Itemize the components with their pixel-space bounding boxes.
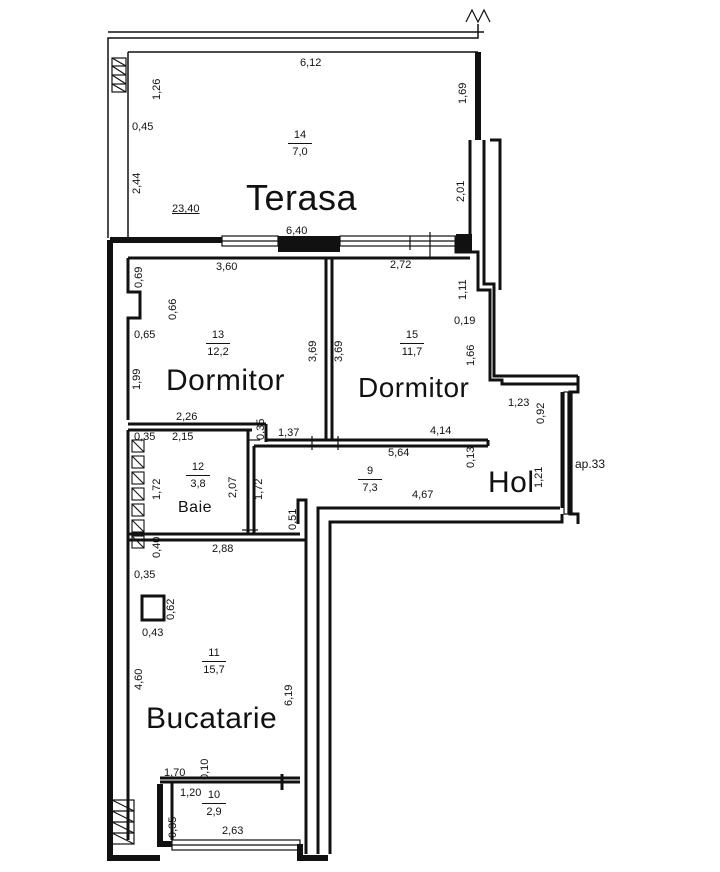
room-tag-bucatarie: 11 15,7 [194, 648, 234, 676]
dimension-label: 2,72 [390, 259, 412, 271]
dimension-label: 0,66 [167, 298, 179, 320]
room-number: 11 [202, 648, 226, 662]
dimension-label: 1,20 [180, 787, 202, 799]
dimension-label: 2,63 [222, 825, 244, 837]
room-number: 14 [288, 130, 312, 144]
dimension-label: 3,69 [307, 340, 319, 362]
dimension-label: 1,69 [457, 82, 469, 104]
dimension-label: 0,40 [151, 536, 163, 558]
dimension-label: 6,12 [300, 57, 322, 69]
dimension-label: 0,13 [465, 446, 477, 468]
dimension-label: 2,26 [176, 411, 198, 423]
window-bottom [171, 839, 301, 851]
room-name-dormitor-left: Dormitor [166, 364, 286, 397]
room-name-hol: Hol [488, 466, 535, 499]
dimension-label: 0,43 [142, 627, 164, 639]
room-name-dormitor-right: Dormitor [358, 372, 470, 403]
dimension-label: 2,44 [131, 172, 143, 194]
room-area: 7,0 [292, 146, 308, 158]
dimension-label: 0,35 [255, 418, 267, 440]
door-markers [242, 436, 339, 531]
dimension-label: 3,60 [216, 261, 238, 273]
apartment-label: ap.33 [575, 457, 606, 471]
dimension-label: 5,64 [388, 447, 410, 459]
interior-walls [126, 256, 490, 840]
room-number: 15 [400, 330, 424, 344]
dimension-label: 1,26 [151, 78, 163, 100]
dimension-label: 4,67 [412, 489, 434, 501]
dimension-label: 0,19 [454, 315, 476, 327]
dimension-label: 2,07 [227, 476, 239, 498]
room-area: 11,7 [401, 346, 423, 358]
dimension-label: 6,40 [286, 225, 308, 237]
room-tag-dormitor-right: 15 11,7 [392, 330, 432, 358]
dimension-label: 4,60 [133, 668, 145, 690]
room-area: 12,2 [207, 346, 229, 358]
room-area: 2,9 [206, 806, 222, 818]
dimension-label: 0,35 [167, 816, 179, 838]
room-number: 12 [186, 462, 210, 476]
dimension-label: 1,66 [465, 344, 477, 366]
vent-block-bottom [111, 799, 135, 845]
dimension-label: 1,37 [278, 427, 300, 439]
kitchen-duct [140, 594, 166, 622]
room-name-baie: Baie [178, 499, 213, 516]
dimension-label: 1,72 [253, 478, 265, 500]
dimension-label: 0,10 [199, 758, 211, 780]
room-name-terasa: Terasa [246, 177, 358, 218]
dimension-label: 0,35 [134, 569, 156, 581]
room-name-bucatarie: Bucatarie [146, 702, 278, 735]
dimension-label: 1,11 [457, 279, 469, 300]
dimension-label: 2,88 [212, 543, 234, 555]
dimension-label: 3,69 [333, 340, 345, 362]
room-number: 10 [202, 790, 226, 804]
dimension-label: 0,35 [134, 431, 156, 443]
dimension-label: 0,62 [165, 598, 177, 620]
dimension-label: 0,51 [287, 508, 299, 530]
dimension-label: 2,01 [455, 180, 467, 202]
wall-pillar [278, 236, 340, 252]
room-number: 13 [206, 330, 230, 344]
dimension-label: 1,23 [508, 397, 530, 409]
corner-pillar [456, 234, 472, 252]
room-tag-dormitor-left: 13 12,2 [198, 330, 238, 358]
dimension-label: 6,19 [283, 684, 295, 706]
window-right [563, 391, 573, 515]
dimension-label: 1,21 [533, 466, 545, 488]
room-area: 3,8 [190, 478, 206, 490]
room-area: 15,7 [203, 664, 225, 676]
room-area: 7,3 [362, 482, 378, 494]
exterior-walls [107, 52, 481, 861]
bath-tiles [131, 439, 145, 549]
dimension-label: 23,40 [172, 203, 200, 215]
dimension-label: 0,69 [133, 266, 145, 288]
dimension-label: 1,72 [151, 478, 163, 500]
dimension-label: 4,14 [430, 425, 452, 437]
dimension-label: 0,45 [132, 121, 154, 133]
dimension-label: 1,70 [164, 767, 186, 779]
vent-block-top [111, 57, 127, 93]
room-number: 9 [358, 466, 382, 480]
top-marker [465, 8, 491, 24]
dimension-label: 0,65 [134, 329, 156, 341]
terrace-outline [107, 24, 484, 238]
dimension-label: 2,15 [172, 431, 194, 443]
dimension-label: 0,92 [535, 402, 547, 424]
dimension-label: 1,99 [131, 368, 143, 390]
